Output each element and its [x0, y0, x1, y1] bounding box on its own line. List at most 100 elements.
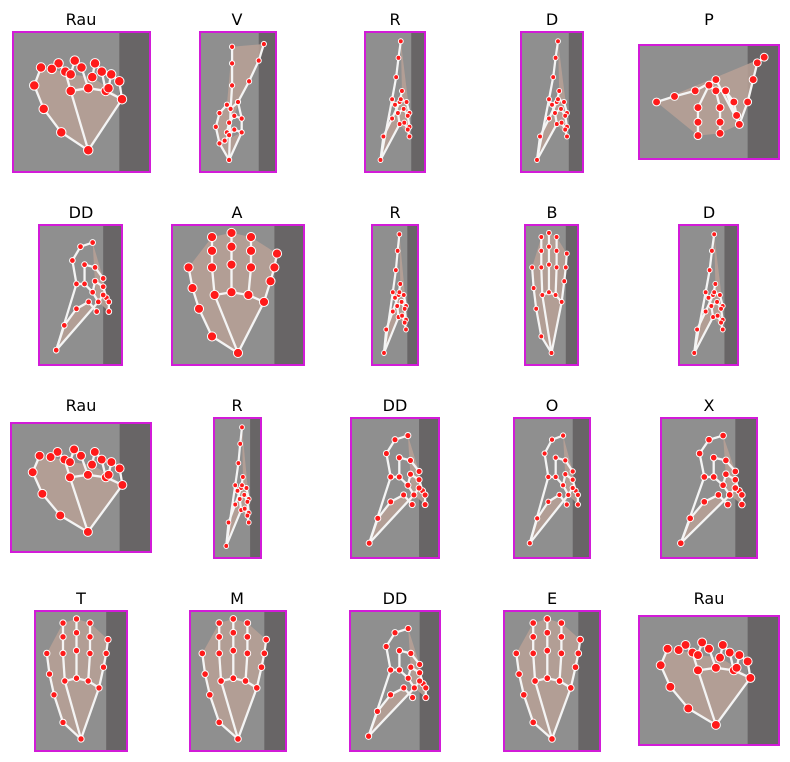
landmark-connection [52, 694, 65, 723]
landmark-dot [95, 684, 103, 692]
landmark-dot [531, 677, 539, 685]
landmark-dot [529, 633, 537, 641]
landmark-dot [719, 431, 727, 440]
landmark-dot [377, 156, 384, 163]
gesture-label: V [231, 10, 243, 29]
landmark-dot [534, 156, 540, 163]
landmark-dot [389, 115, 395, 122]
landmark-connection [382, 316, 400, 354]
landmark-dot [99, 663, 108, 671]
landmark-dot [35, 62, 47, 73]
landmark-dot [574, 491, 581, 499]
landmark-dot [239, 424, 245, 431]
landmark-connection [536, 501, 550, 520]
landmark-dot [395, 473, 403, 481]
landmark-dot [215, 633, 223, 641]
landmark-dot [409, 693, 417, 702]
landmark-dot [260, 40, 267, 48]
landmark-dot [231, 112, 238, 119]
landmark-dot [400, 491, 408, 499]
landmark-dot [557, 649, 566, 658]
hand-image-panel [12, 31, 151, 173]
landmark-dot [406, 133, 413, 140]
hand-image-panel [503, 610, 601, 752]
landmark-dot [711, 75, 721, 85]
hand-image-panel [349, 610, 441, 752]
hand-image-panel [364, 31, 426, 173]
landmark-dot [93, 308, 101, 315]
landmark-dot [397, 280, 404, 287]
landmark-dot [422, 693, 430, 702]
landmark-dot [245, 519, 252, 526]
landmark-dot [238, 115, 245, 122]
landmark-dot [87, 71, 98, 83]
landmark-dot [226, 156, 233, 164]
landmark-dot [400, 684, 408, 692]
hand-photo [173, 226, 303, 364]
landmark-dot [46, 63, 58, 75]
landmark-connection [540, 267, 544, 296]
landmark-dot [237, 440, 244, 447]
landmark-dot [81, 261, 88, 269]
hand-photo [515, 419, 589, 557]
landmark-dot [529, 718, 537, 727]
landmark-dot [387, 666, 395, 674]
landmark-dot [87, 459, 97, 470]
landmark-connection [522, 694, 535, 723]
landmark-dot [37, 488, 48, 499]
landmark-connection [55, 301, 100, 351]
landmark-dot [397, 38, 404, 45]
landmark-dot [759, 52, 769, 62]
landmark-connection [244, 653, 249, 682]
landmark-connection [87, 653, 92, 682]
landmark-dot [82, 527, 93, 537]
landmark-dot [103, 82, 114, 94]
landmark-dot [398, 298, 405, 305]
landmark-dot [557, 619, 566, 627]
landmark-dot [553, 234, 560, 241]
landmark-connection [535, 308, 543, 337]
landmark-dot [553, 121, 560, 128]
landmark-dot [396, 289, 403, 296]
landmark-dot [546, 261, 552, 268]
landmark-dot [96, 66, 107, 77]
landmark-connection [395, 57, 400, 78]
landmark-connection [218, 142, 231, 161]
hand-image-panel [10, 422, 152, 553]
landmark-dot [215, 649, 223, 658]
landmark-connection [59, 514, 89, 533]
landmark-dot [43, 649, 51, 658]
landmark-dot [241, 491, 248, 498]
hand-image-panel [524, 224, 579, 366]
gesture-label: M [230, 589, 244, 608]
hand-photo [40, 226, 121, 364]
landmark-dot [238, 129, 245, 136]
hand-image-panel [638, 44, 780, 160]
landmark-dot [239, 482, 245, 489]
landmark-dot [538, 247, 545, 254]
landmark-dot [693, 650, 703, 661]
landmark-dot [715, 128, 725, 138]
landmark-dot [193, 303, 205, 314]
landmark-dot [365, 732, 373, 740]
landmark-dot [86, 619, 94, 627]
landmark-dot [38, 103, 49, 115]
landmark-dot [543, 628, 552, 637]
landmark-dot [403, 326, 409, 333]
landmark-connection [679, 476, 706, 544]
landmark-dot [223, 542, 230, 549]
landmark-dot [404, 481, 412, 489]
landmark-dot [729, 97, 739, 107]
landmark-dot [549, 101, 555, 108]
landmark-dot [562, 457, 569, 464]
landmark-dot [401, 119, 408, 126]
landmark-connection [237, 80, 251, 103]
landmark-connection [367, 687, 416, 738]
landmark-dot [731, 484, 740, 492]
landmark-dot [673, 645, 684, 655]
hand-photo [366, 33, 424, 171]
landmark-dot [665, 681, 676, 692]
landmark-dot [52, 447, 63, 457]
landmark-dot [714, 312, 721, 319]
landmark-dot [89, 288, 96, 296]
